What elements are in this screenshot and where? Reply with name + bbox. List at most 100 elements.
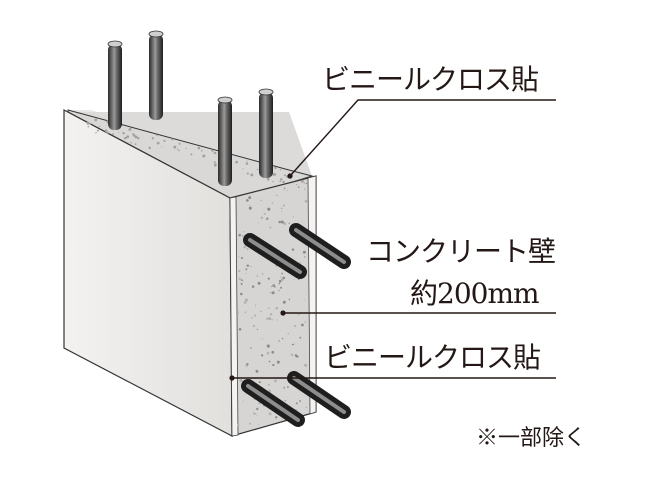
- aggregate-speck: [246, 199, 249, 202]
- aggregate-speck: [293, 279, 295, 281]
- aggregate-speck: [173, 145, 177, 149]
- aggregate-speck: [267, 383, 270, 386]
- aggregate-speck: [257, 222, 260, 224]
- aggregate-speck: [261, 338, 263, 340]
- aggregate-speck: [240, 282, 243, 286]
- aggregate-speck: [256, 414, 258, 416]
- aggregate-speck: [281, 337, 284, 340]
- aggregate-speck: [128, 128, 131, 131]
- aggregate-speck: [130, 141, 132, 144]
- aggregate-speck: [266, 177, 270, 181]
- leader-dot: [280, 310, 286, 316]
- aggregate-speck: [280, 210, 282, 213]
- aggregate-speck: [132, 133, 136, 137]
- aggregate-speck: [256, 168, 259, 171]
- rebar-end: [258, 88, 274, 96]
- aggregate-speck: [266, 344, 270, 348]
- aggregate-speck: [287, 386, 289, 388]
- footnote: ※一部除く: [476, 426, 587, 451]
- aggregate-speck: [87, 125, 90, 128]
- aggregate-speck: [282, 180, 285, 184]
- aggregate-speck: [256, 275, 259, 277]
- aggregate-speck: [149, 147, 152, 150]
- rebar: [292, 376, 346, 414]
- aggregate-speck: [106, 131, 109, 135]
- aggregate-speck: [275, 194, 278, 197]
- aggregate-speck: [293, 343, 295, 345]
- aggregate-speck: [304, 299, 306, 301]
- aggregate-speck: [255, 303, 257, 305]
- label-concrete-wall: コンクリート壁: [366, 235, 556, 268]
- aggregate-speck: [271, 319, 273, 321]
- rebar: [218, 100, 232, 186]
- aggregate-speck: [299, 261, 301, 264]
- aggregate-speck: [276, 360, 280, 364]
- aggregate-speck: [89, 123, 91, 125]
- aggregate-speck: [246, 172, 249, 175]
- aggregate-speck: [266, 217, 269, 220]
- rebar: [149, 34, 163, 120]
- aggregate-speck: [288, 298, 291, 301]
- aggregate-speck: [197, 146, 201, 150]
- rebar: [259, 92, 273, 178]
- aggregate-speck: [278, 339, 281, 343]
- aggregate-speck: [202, 154, 206, 158]
- aggregate-speck: [248, 422, 251, 425]
- label-bottom-vinyl-cloth: ビニールクロス貼: [324, 341, 541, 374]
- aggregate-speck: [178, 149, 180, 152]
- aggregate-speck: [269, 226, 272, 229]
- aggregate-speck: [297, 313, 300, 316]
- aggregate-speck: [268, 307, 270, 309]
- aggregate-speck: [243, 301, 247, 304]
- aggregate-speck: [267, 277, 270, 280]
- aggregate-speck: [280, 276, 282, 278]
- rebar: [294, 228, 346, 264]
- aggregate-speck: [266, 351, 270, 355]
- aggregate-speck: [291, 343, 294, 346]
- aggregate-speck: [94, 118, 98, 122]
- aggregate-speck: [104, 129, 108, 133]
- aggregate-speck: [215, 163, 217, 165]
- aggregate-speck: [213, 161, 216, 164]
- aggregate-speck: [296, 184, 298, 186]
- aggregate-speck: [134, 135, 138, 139]
- aggregate-speck: [252, 324, 256, 328]
- aggregate-speck: [272, 284, 276, 287]
- aggregate-speck: [280, 207, 283, 210]
- aggregate-speck: [288, 222, 290, 224]
- aggregate-speck: [269, 313, 273, 316]
- aggregate-speck: [268, 360, 271, 363]
- aggregate-speck: [211, 149, 214, 152]
- aggregate-speck: [245, 268, 248, 271]
- aggregate-speck: [213, 163, 217, 167]
- aggregate-speck: [300, 179, 304, 183]
- aggregate-speck: [291, 248, 295, 251]
- aggregate-speck: [212, 151, 214, 153]
- aggregate-speck: [256, 328, 258, 331]
- aggregate-speck: [251, 316, 253, 319]
- leader-dot: [287, 173, 293, 179]
- leader-top-cloth: [289, 99, 556, 177]
- aggregate-speck: [262, 273, 264, 275]
- aggregate-speck: [235, 160, 238, 164]
- aggregate-speck: [185, 147, 187, 150]
- aggregate-speck: [242, 168, 244, 170]
- aggregate-speck: [282, 300, 286, 304]
- aggregate-speck: [201, 150, 203, 152]
- rebar: [108, 44, 122, 130]
- aggregate-speck: [251, 285, 255, 288]
- aggregate-speck: [244, 298, 249, 302]
- aggregate-speck: [246, 248, 249, 250]
- aggregate-speck: [99, 125, 101, 128]
- aggregate-speck: [255, 369, 259, 373]
- aggregate-speck: [246, 160, 248, 162]
- aggregate-speck: [275, 416, 278, 419]
- aggregate-speck: [134, 143, 137, 145]
- label-top-vinyl-cloth: ビニールクロス貼: [322, 63, 539, 96]
- concrete-aggregate: [86, 118, 308, 427]
- aggregate-speck: [274, 379, 278, 383]
- aggregate-speck: [137, 137, 140, 140]
- aggregate-speck: [303, 256, 306, 258]
- aggregate-speck: [243, 245, 247, 249]
